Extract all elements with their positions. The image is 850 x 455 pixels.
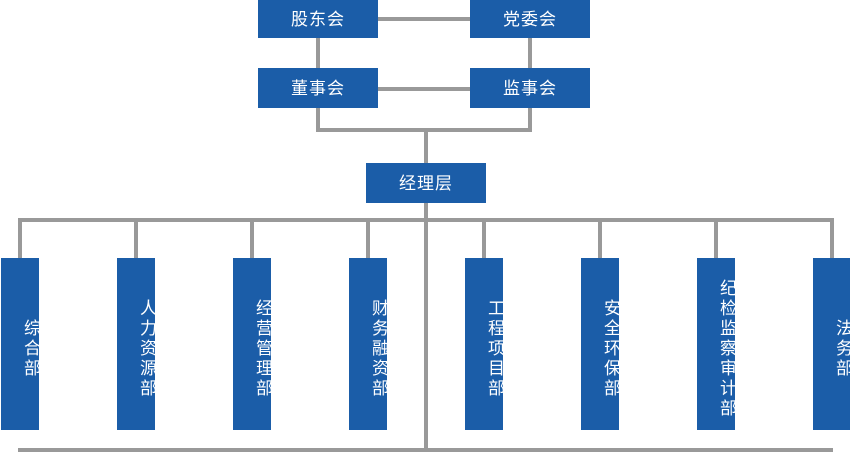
node-finance-financing[interactable]: 财务融资部 [349, 258, 388, 430]
node-business-management-label: 经营管理部 [253, 299, 272, 399]
connector-bus-to-management [424, 128, 428, 163]
node-board-of-supervisors-label: 监事会 [503, 78, 557, 98]
node-human-resources[interactable]: 人力资源部 [117, 258, 156, 430]
node-board-of-directors[interactable]: 董事会 [258, 68, 378, 108]
connector-center-spine [424, 218, 428, 450]
node-shareholders-label: 股东会 [291, 9, 345, 29]
node-discipline-audit[interactable]: 纪检监察审计部 [697, 258, 736, 430]
connector-drop-human-resources [134, 218, 138, 260]
connector-management-down [424, 203, 428, 222]
node-party-committee-label: 党委会 [503, 9, 557, 29]
connector-board-supervisors [378, 87, 470, 91]
node-shareholders[interactable]: 股东会 [258, 0, 378, 38]
node-general-affairs-label: 综合部 [21, 319, 40, 379]
node-board-of-directors-label: 董事会 [291, 78, 345, 98]
node-engineering-project[interactable]: 工程项目部 [465, 258, 504, 430]
connector-shareholders-board [316, 38, 320, 68]
connector-drop-general-affairs [18, 218, 22, 260]
node-party-committee[interactable]: 党委会 [470, 0, 590, 38]
connector-drop-engineering-project [482, 218, 486, 260]
node-management-label: 经理层 [399, 173, 453, 193]
connector-shareholders-party [378, 17, 470, 21]
node-legal-affairs[interactable]: 法务部 [813, 258, 850, 430]
connector-supervisors-down [528, 108, 532, 132]
connector-drop-finance-financing [366, 218, 370, 260]
node-safety-environment[interactable]: 安全环保部 [581, 258, 620, 430]
connector-board-down [316, 108, 320, 132]
node-board-of-supervisors[interactable]: 监事会 [470, 68, 590, 108]
connector-drop-safety-environment [598, 218, 602, 260]
node-management[interactable]: 经理层 [366, 163, 486, 203]
connector-bottom-rule [18, 448, 833, 452]
node-business-management[interactable]: 经营管理部 [233, 258, 272, 430]
node-safety-environment-label: 安全环保部 [601, 299, 620, 399]
node-general-affairs[interactable]: 综合部 [1, 258, 40, 430]
node-legal-affairs-label: 法务部 [833, 319, 850, 379]
node-discipline-audit-label: 纪检监察审计部 [717, 279, 736, 419]
node-finance-financing-label: 财务融资部 [369, 299, 388, 399]
connector-drop-discipline-audit [714, 218, 718, 260]
connector-drop-legal-affairs [830, 218, 834, 260]
node-human-resources-label: 人力资源部 [137, 299, 156, 399]
node-engineering-project-label: 工程项目部 [485, 299, 504, 399]
connector-drop-business-management [250, 218, 254, 260]
connector-party-supervisors [528, 38, 532, 68]
